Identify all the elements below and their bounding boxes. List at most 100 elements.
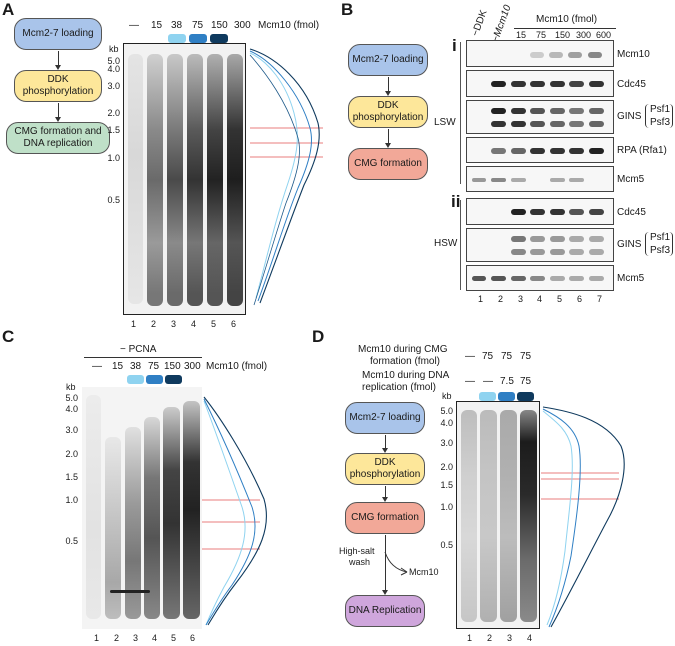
b-row-gins-ii: GINS [617,239,642,250]
panel-a-label: A [2,0,15,19]
d-row2-label-2: replication (fmol) [362,382,436,393]
d-lane-3: 3 [507,633,513,643]
a-unit: Mcm10 (fmol) [258,20,320,31]
c-conc-5: 300 [184,361,201,372]
gel-a [123,43,246,315]
d-tick-4: 4.0 [440,418,453,428]
flow-d-replication: DNA Replication [345,595,425,627]
d-wash-2: wash [349,557,371,567]
d-row2-v1: — [465,376,475,387]
b-row-mcm5-ii: Mcm5 [617,273,645,284]
b-conc-3: 150 [555,30,571,40]
d-swatch-dark [517,392,534,401]
b-gins-ii-bracket-l [645,232,650,256]
b-col-ddk: −DDK [470,8,490,38]
flow-b-mcm-loading: Mcm2-7 loading [348,44,428,76]
b-lane-4: 4 [537,294,543,304]
c-conc-4: 150 [164,361,181,372]
d-swatch-light [479,392,496,401]
a-conc-3: 75 [192,20,204,31]
d-tick-2: 2.0 [440,462,453,472]
b-gins-ii-psf3: Psf3 [650,245,671,256]
a-lane-3: 3 [171,319,177,329]
c-unit: Mcm10 (fmol) [206,361,268,372]
b-row-cdc45-ii: Cdc45 [617,207,646,218]
c-tick-15: 1.5 [65,472,78,482]
blot-cdc45-ii [466,198,614,225]
flow-a-arrow-2 [55,103,61,122]
c-conc-3: 75 [148,361,160,372]
c-lane-profiles [202,396,268,626]
b-gins-psf3: Psf3 [650,117,671,128]
b-lane-6: 6 [577,294,583,304]
d-tick-3: 3.0 [440,438,453,448]
b-gins-bracket-l [645,104,650,128]
b-gins-ii-bracket-r [668,232,673,256]
b-lane-2: 2 [498,294,504,304]
d-row2-v3: 7.5 [500,376,514,387]
b-gins-ii-psf1: Psf1 [650,232,671,243]
d-row1-v1: — [465,351,475,362]
c-conc-2: 38 [130,361,142,372]
c-swatch-mid [146,375,163,384]
a-tick-3: 3.0 [107,81,120,91]
blot-rpa [466,137,614,163]
flow-b-arrow-2 [385,129,391,148]
d-row2-v4: 75 [520,376,532,387]
flow-b-arrow-1 [385,77,391,96]
d-row2-label-1: Mcm10 during DNA [362,370,450,381]
b-row-rpa: RPA (Rfa1) [617,145,667,156]
a-swatch-dark [210,34,228,43]
flow-b-ddk: DDK phosphorylation [348,96,428,128]
blot-cdc45 [466,70,614,97]
flow-a-arrow-1 [55,51,61,70]
b-row-mcm10: Mcm10 [617,49,650,60]
b-row-cdc45: Cdc45 [617,79,646,90]
gel-d [456,401,540,629]
c-conc-1: 15 [112,361,124,372]
d-tick-05: 0.5 [440,540,453,550]
d-row1-v2: 75 [482,351,494,362]
b-gins-bracket-r [668,104,673,128]
panel-d-label: D [312,327,325,346]
d-row1-v4: 75 [520,351,532,362]
a-conc-5: 300 [234,20,251,31]
a-conc-2: 38 [171,20,183,31]
c-pcna: − PCNA [120,344,157,355]
d-tick-5: 5.0 [440,406,453,416]
a-kb: kb [109,44,119,54]
flow-b-cmg: CMG formation [348,148,428,180]
c-kb: kb [66,382,76,392]
c-tick-3: 3.0 [65,425,78,435]
b-conc-4: 300 [576,30,592,40]
blot-mcm5-i [466,166,614,192]
a-lane-6: 6 [231,319,237,329]
panel-c-label: C [2,327,15,346]
c-lane-5: 5 [171,633,177,643]
a-lane-2: 2 [151,319,157,329]
a-lane-1: 1 [131,319,137,329]
flow-d-ddk: DDK phosphorylation [345,453,425,485]
a-swatch-mid [189,34,207,43]
d-row1-v3: 75 [501,351,513,362]
c-tick-1: 1.0 [65,495,78,505]
flow-d-arrow-3 [382,535,388,595]
blot-mcm5-ii [466,265,614,291]
c-tick-2: 2.0 [65,449,78,459]
b-lane-7: 7 [597,294,603,304]
b-conc-1: 15 [516,30,527,40]
b-row-mcm5-i: Mcm5 [617,174,645,185]
c-tick-5: 5.0 [65,393,78,403]
b-header-line [514,28,616,29]
b-conc-5: 600 [596,30,612,40]
c-swatch-light [127,375,144,384]
a-conc-4: 150 [211,20,228,31]
c-lane-3: 3 [133,633,139,643]
a-tick-5: 5.0 [107,56,120,66]
b-conc-2: 75 [536,30,547,40]
b-hsw-line [460,200,461,290]
d-row1-label-1: Mcm10 during CMG [358,344,448,355]
d-mcm10-out-arrow [384,551,408,576]
a-conc-1: 15 [151,20,163,31]
d-tick-15: 1.5 [440,480,453,490]
